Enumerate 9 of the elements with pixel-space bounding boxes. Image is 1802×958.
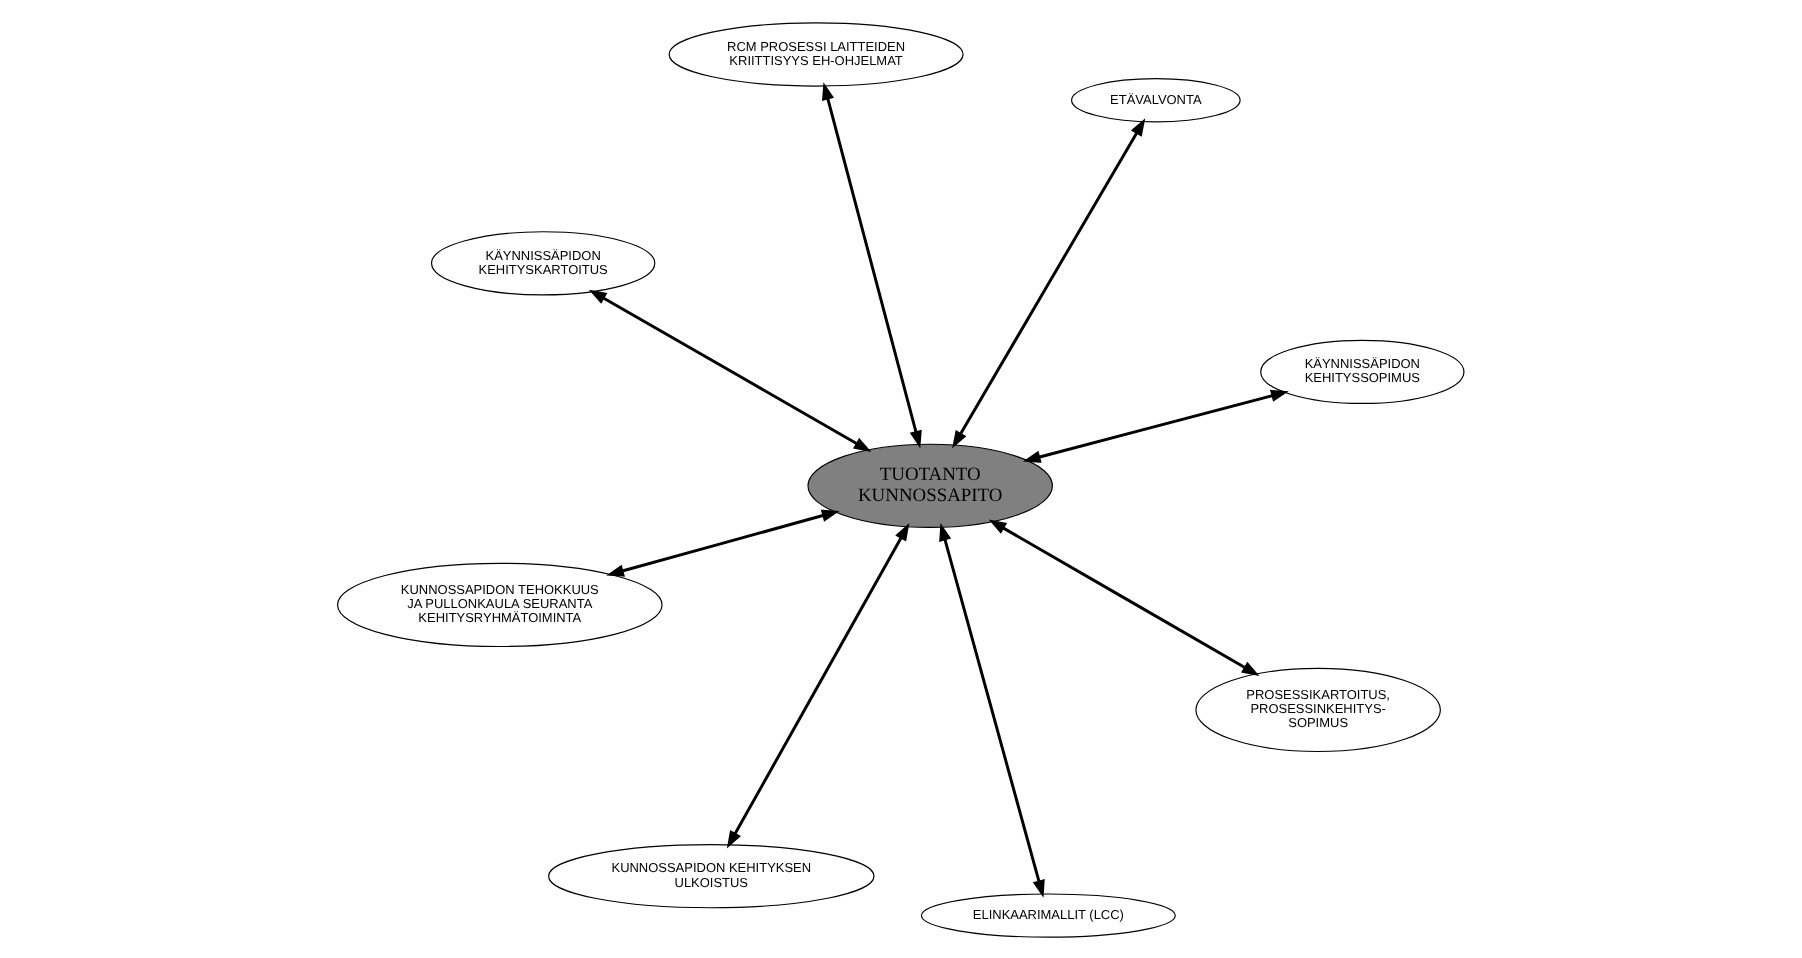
arrow — [822, 81, 922, 448]
arrow — [939, 522, 1045, 897]
arrow — [1022, 388, 1289, 462]
arrow — [988, 518, 1260, 676]
arrow — [606, 508, 840, 576]
arrow — [726, 521, 910, 848]
node-ellipse: TUOTANTO KUNNOSSAPITO — [807, 442, 1053, 527]
arrow — [952, 117, 1146, 448]
arrow — [588, 288, 872, 452]
